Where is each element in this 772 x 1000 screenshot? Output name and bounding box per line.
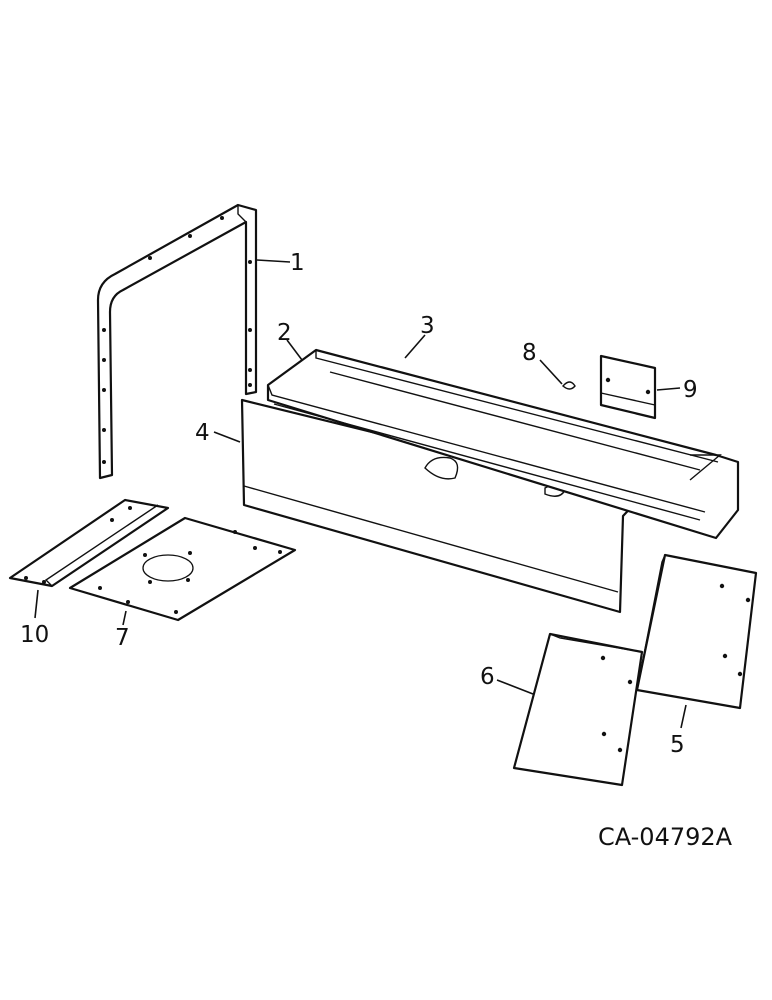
leader-5 [680, 704, 687, 729]
callout-6: 6 [480, 664, 495, 690]
callout-8: 8 [522, 340, 537, 366]
leader-7 [122, 610, 127, 626]
callout-4: 4 [195, 420, 210, 446]
callout-5: 5 [670, 732, 685, 758]
drawing-code: CA-04792A [598, 823, 733, 851]
callout-1: 1 [290, 250, 305, 276]
callout-7: 7 [115, 625, 130, 651]
callout-10: 10 [20, 622, 49, 648]
leader-3 [404, 334, 426, 359]
base-plate-part-7 [68, 516, 297, 622]
end-plate-part-5 [635, 553, 758, 710]
leader-6 [496, 679, 534, 695]
leader-1 [256, 259, 291, 263]
top-cover-part-2-3 [266, 348, 740, 540]
leader-8 [539, 359, 563, 385]
end-plate-part-6 [512, 632, 644, 787]
callout-9: 9 [683, 377, 698, 403]
bracket-plate-part-9 [599, 354, 657, 420]
leader-2 [286, 339, 303, 361]
leader-lines [34, 259, 687, 729]
callout-2: 2 [277, 320, 292, 346]
leader-10 [34, 589, 39, 619]
mounting-plate-part-10 [8, 498, 170, 588]
callout-3: 3 [420, 313, 435, 339]
fastener-part-8 [562, 381, 576, 390]
support-frame-part-1 [96, 203, 258, 480]
leader-4 [213, 431, 241, 443]
leader-9 [656, 387, 681, 391]
